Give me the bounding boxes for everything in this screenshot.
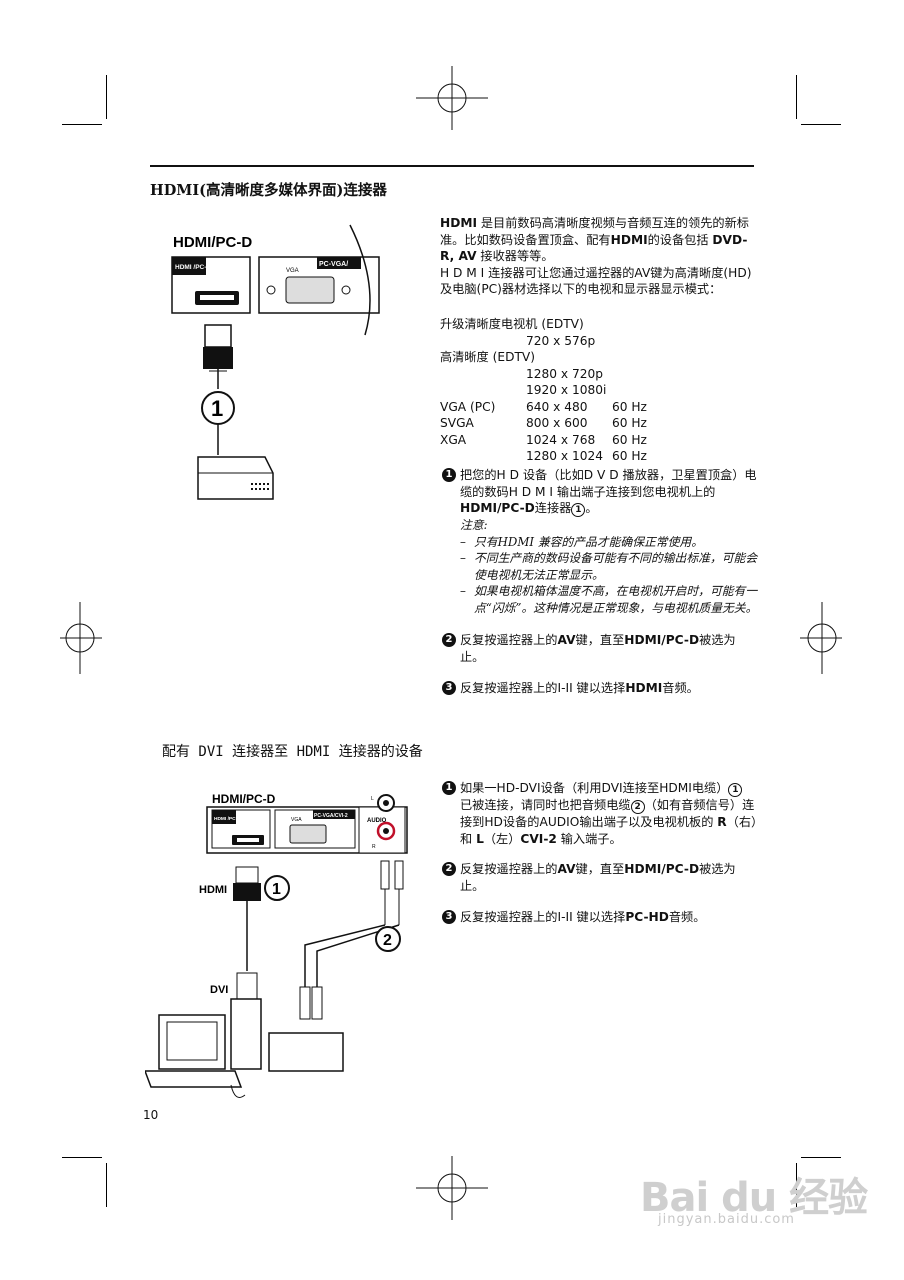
note-item: 不同生产商的数码设备可能有不同的输出标准，可能会使电视机无法正常显示。: [460, 550, 758, 583]
hd-device-box: [197, 456, 274, 500]
hdmi-step-2: 2 反复按遥控器上的AV键，直至HDMI/PC-D被选为止。: [442, 632, 758, 665]
svg-text:2: 2: [383, 932, 392, 949]
dvi-connection-diagram: HDMI/PC-D HDMI /PC-D PC-VGA/CVI-2 VGA L …: [145, 792, 408, 1098]
registration-mark-bottom: [416, 1156, 488, 1220]
step-number: 2: [442, 633, 456, 647]
svg-text:HDMI /PC-D: HDMI /PC-D: [214, 816, 241, 822]
dvi-cable-label: DVI: [210, 984, 228, 996]
crop-mark: [62, 1157, 102, 1158]
step-number: 2: [442, 862, 456, 876]
hdmi-step-1: 1 把您的H D 设备（比如D V D 播放器，卫星置顶盒）电缆的数码H D M…: [442, 467, 758, 616]
watermark-url: jingyan.baidu.com: [658, 1212, 795, 1227]
hdmi-plug: [204, 324, 232, 348]
page-number: 10: [143, 1108, 159, 1122]
callout-2: [375, 926, 401, 952]
crop-mark: [106, 75, 107, 119]
table-row: 1280 x 720p: [526, 366, 603, 381]
table-row: 720 x 576p: [526, 333, 596, 348]
svg-text:AUDIO: AUDIO: [367, 818, 387, 824]
step-number: 1: [442, 468, 456, 482]
svg-text:R: R: [372, 844, 376, 850]
top-rule: [150, 165, 754, 167]
registration-mark-right: [800, 602, 842, 674]
note-item: 只有HDMI 兼容的产品才能确保正常使用。: [460, 534, 758, 551]
table-row: 升级清晰度电视机 (EDTV): [440, 317, 584, 331]
intro-paragraph-2: H D M I 连接器可让您通过遥控器的AV键为高清晰度(HD)及电脑(PC)器…: [440, 265, 752, 297]
hdmi-intro: HDMI 是目前数码高清晰度视频与音频互连的领先的新标准。比如数码设备置顶盒、配…: [440, 215, 758, 298]
section-title-hdmi: HDMI(高清晰度多媒体界面)连接器: [150, 182, 387, 199]
step-number: 1: [442, 781, 456, 795]
diagram-panel-label: HDMI/PC-D: [173, 234, 252, 251]
registration-mark-top: [416, 66, 488, 130]
dvi-step-3: 3 反复按遥控器上的I-II 键以选择PC-HD音频。: [442, 909, 758, 926]
diagram-panel-label: HDMI/PC-D: [212, 792, 276, 806]
note-block: 注意: 只有HDMI 兼容的产品才能确保正常使用。 不同生产商的数码设备可能有不…: [460, 517, 758, 616]
crop-mark: [796, 75, 797, 119]
hdmi-cable-label: HDMI: [199, 884, 227, 896]
vga-label: VGA: [286, 268, 299, 274]
svg-text:VGA: VGA: [291, 817, 302, 823]
table-row: 1920 x 1080i: [526, 383, 607, 397]
note-item: 如果电视机箱体温度不高，在电视机开启时，可能有一点“闪烁”。这种情况是正常现象，…: [460, 583, 758, 616]
crop-mark: [801, 1157, 841, 1158]
crop-mark: [62, 124, 102, 125]
pcvga-label: PC-VGA/: [319, 261, 348, 268]
dvi-step-1: 1 如果一HD-DVI设备（利用DVI连接至HDMI电缆）1 已被连接，请同时也…: [442, 780, 758, 847]
step-number: 3: [442, 910, 456, 924]
svg-text:PC-VGA/CVI-2: PC-VGA/CVI-2: [314, 813, 348, 819]
dvi-step-2: 2 反复按遥控器上的AV键，直至HDMI/PC-D被选为止。: [442, 861, 758, 894]
crop-mark: [796, 1163, 797, 1207]
crop-mark: [106, 1163, 107, 1207]
table-row: 高清晰度 (EDTV): [440, 350, 536, 364]
svg-text:1: 1: [211, 396, 223, 421]
registration-mark-left: [60, 602, 102, 674]
callout-1: [264, 875, 290, 901]
hdmi-connection-diagram: HDMI/PC-D HDMI /PC-D PC-VGA/ VGA 1: [171, 224, 380, 500]
hdmi-port-label: HDMI /PC-D: [175, 264, 211, 271]
svg-text:1: 1: [272, 881, 281, 898]
display-mode-table: 升级清晰度电视机 (EDTV) 720 x 576p 高清晰度 (EDTV) 1…: [440, 316, 758, 465]
svg-text:L: L: [371, 796, 374, 802]
crop-mark: [801, 124, 841, 125]
hdmi-step-3: 3 反复按遥控器上的I-II 键以选择HDMI音频。: [442, 680, 758, 697]
section-title-dvi: 配有 DVI 连接器至 HDMI 连接器的设备: [162, 744, 423, 760]
watermark-brand: Bai du 经验: [640, 1175, 868, 1221]
intro-paragraph-1: HDMI 是目前数码高清晰度视频与音频互连的领先的新标准。比如数码设备置顶盒、配…: [440, 216, 749, 263]
step-number: 3: [442, 681, 456, 695]
